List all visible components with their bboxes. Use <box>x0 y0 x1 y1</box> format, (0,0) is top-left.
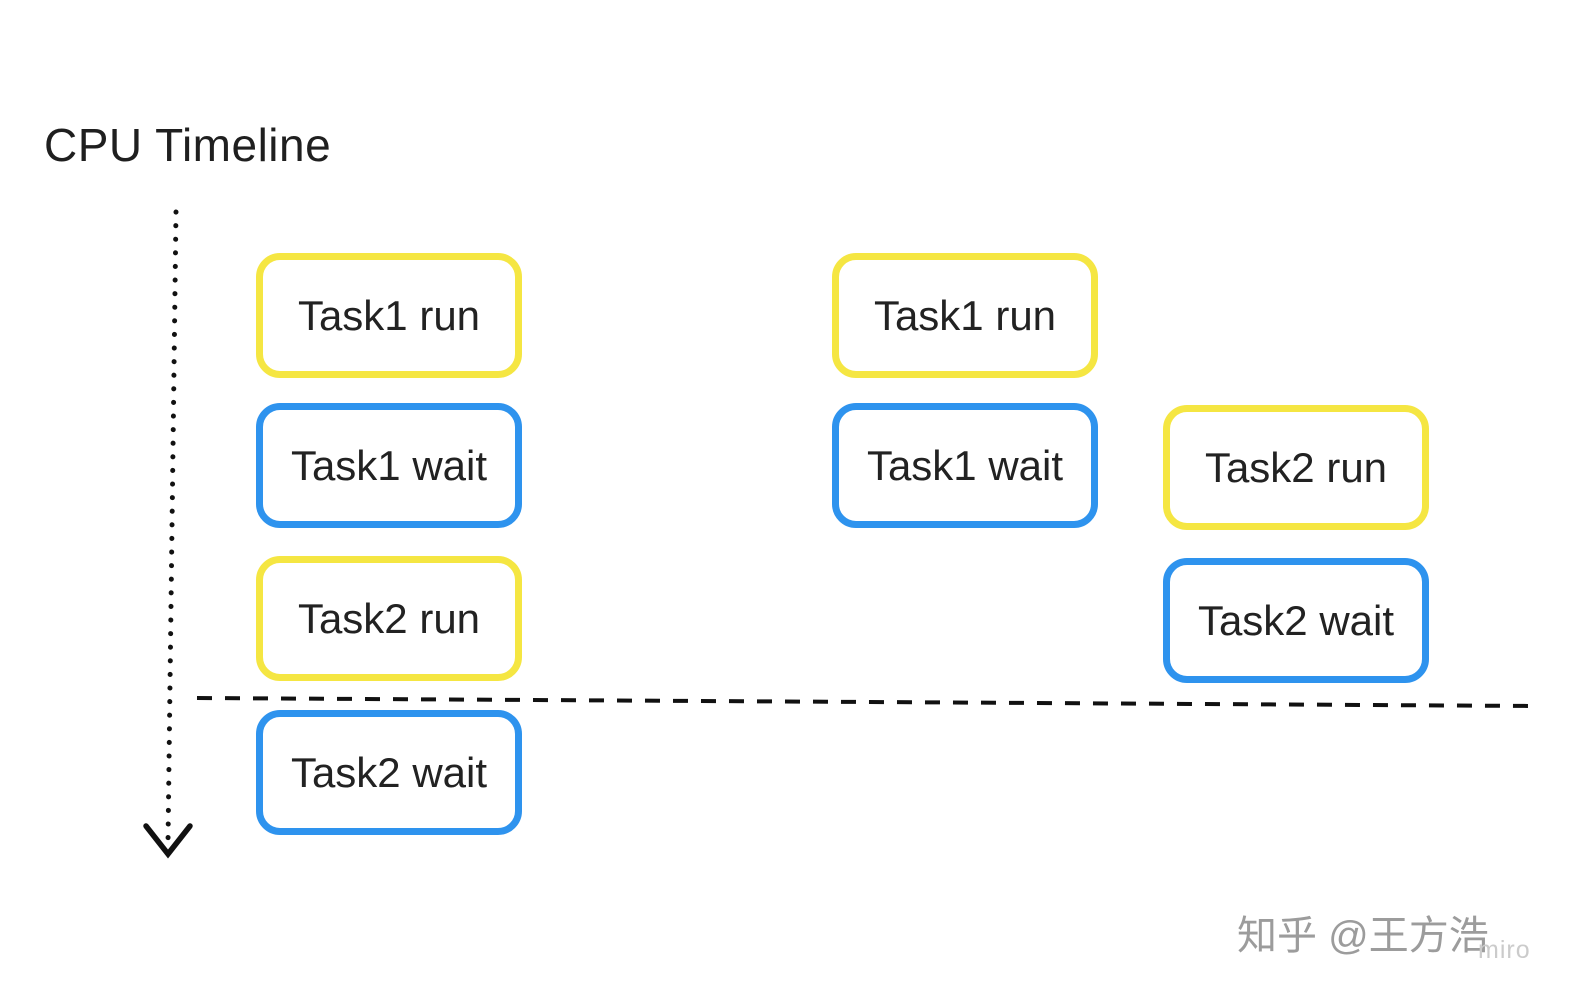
task-box-label: Task2 wait <box>1197 596 1395 644</box>
task-box-label: Task1 wait <box>866 441 1064 489</box>
task-box-label: Task2 wait <box>290 748 488 796</box>
task-box-label: Task1 wait <box>290 441 488 489</box>
timeline-arrowhead-icon <box>143 823 193 859</box>
task-box-label: Task2 run <box>297 594 481 642</box>
box-task2-run-col3: Task2 run <box>1163 405 1429 530</box>
context-switch-divider-line <box>196 696 1538 708</box>
box-task2-wait-col3: Task2 wait <box>1163 558 1429 683</box>
box-task1-wait-col2: Task1 wait <box>832 403 1098 528</box>
box-task1-run-col2: Task1 run <box>832 253 1098 378</box>
box-task1-run-col1: Task1 run <box>256 253 522 378</box>
miro-logo: miro <box>1478 936 1531 964</box>
cpu-timeline-dotted-line <box>165 209 179 845</box>
task-box-label: Task2 run <box>1204 443 1388 491</box>
box-task2-run-col1: Task2 run <box>256 556 522 681</box>
task-box-label: Task1 run <box>873 291 1057 339</box>
task-box-label: Task1 run <box>297 291 481 339</box>
zhihu-watermark: 知乎 @王方浩 <box>1237 914 1489 958</box>
box-task2-wait-col1: Task2 wait <box>256 710 522 835</box>
box-task1-wait-col1: Task1 wait <box>256 403 522 528</box>
diagram-title: CPU Timeline <box>44 119 332 171</box>
